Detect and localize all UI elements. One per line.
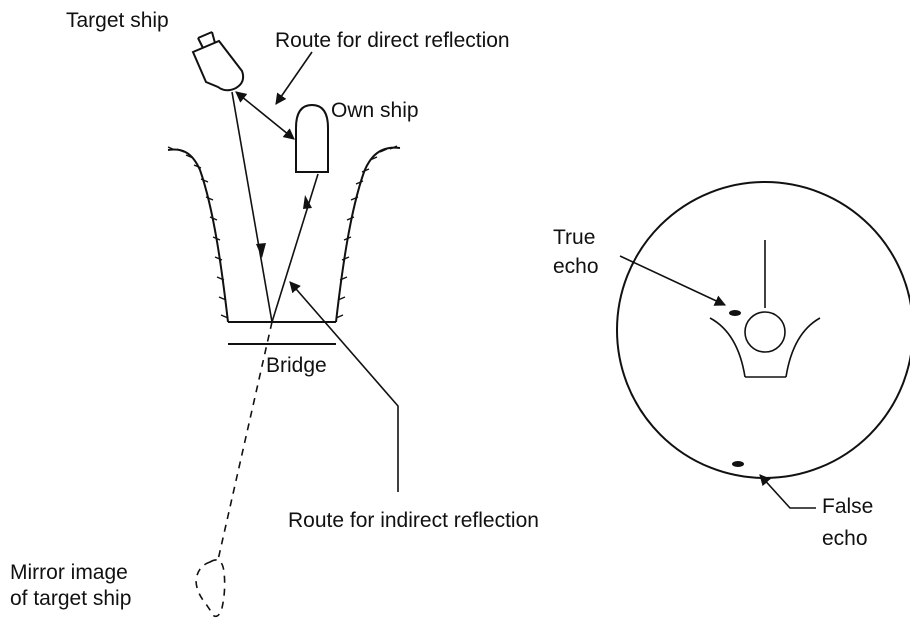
indirect-route-pointer [289, 281, 399, 492]
direct-reflection-route [235, 91, 295, 140]
false-echo-blip [732, 461, 744, 467]
left-harbour-wall [167, 146, 229, 323]
indirect-path-target-to-bridge [231, 91, 273, 323]
indirect-path-bridge-to-own-ship [271, 173, 319, 323]
direct-route-label: Route for direct reflection [275, 29, 510, 52]
true-echo-blip [729, 310, 741, 316]
bridge-label: Bridge [266, 354, 327, 377]
mirror-image-label-line2: of target ship [10, 587, 131, 610]
indirect-route-label: Route for indirect reflection [288, 509, 539, 532]
indirect-arrow-up [303, 195, 312, 209]
true-echo-label-line1: True [553, 226, 595, 249]
own-ship [295, 103, 329, 173]
own-ship-center-ring [744, 311, 786, 353]
false-echo-label-line1: False [822, 495, 873, 518]
mirror-image-label-line1: Mirror image [10, 561, 128, 584]
false-echo-label-line2: echo [822, 527, 868, 550]
false-echo-pointer [759, 474, 816, 509]
mirror-target-ship [195, 559, 226, 618]
left-scene: Target ship Route for direct reflection … [10, 9, 539, 618]
mirror-dashed-line [217, 321, 273, 561]
radar-screen-circle [616, 181, 910, 479]
indirect-arrow-down [256, 243, 266, 258]
true-echo-label-line2: echo [553, 255, 599, 278]
radar-harbour-wall-left [709, 317, 746, 378]
radar-harbour-wall-right [785, 317, 821, 378]
target-ship [191, 31, 245, 92]
radar-display: True echo False echo [553, 181, 910, 550]
target-ship-label: Target ship [66, 9, 169, 32]
right-harbour-wall [335, 145, 401, 323]
true-echo-pointer [619, 255, 727, 306]
direct-route-pointer [275, 51, 313, 105]
own-ship-label: Own ship [331, 99, 419, 122]
